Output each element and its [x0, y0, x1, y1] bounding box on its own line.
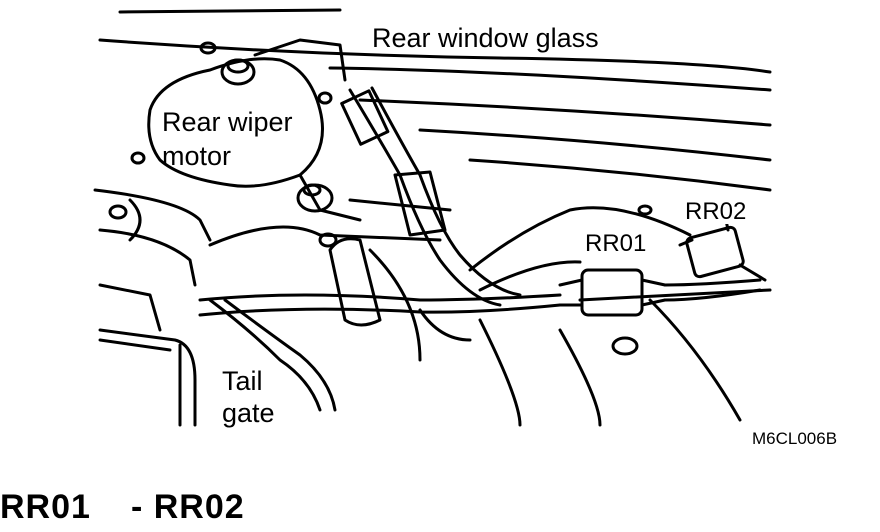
label-rear-wiper-motor-line1: Rear wiper [162, 107, 293, 137]
wire-harness [198, 86, 692, 412]
label-rr01: RR01 [583, 230, 649, 257]
caption-from: RR01 [0, 488, 91, 526]
diagram-caption: RR01 - RR02 [0, 490, 245, 524]
rear-wiper-motor-shape [130, 38, 362, 222]
caption-to: - RR02 [130, 488, 245, 526]
rr01-connector-shape [558, 268, 762, 317]
figure-code: M6CL006B [752, 429, 838, 448]
label-tail-gate-line2: gate [220, 398, 277, 428]
label-rear-wiper-motor-line2: motor [162, 141, 232, 171]
label-tail-gate-line1: Tail [220, 366, 265, 396]
label-rear-window-glass: Rear window glass [370, 23, 601, 53]
label-rr02: RR02 [683, 198, 749, 225]
rear-window-glass-lines [98, 8, 772, 192]
tailgate-frame [93, 188, 772, 427]
